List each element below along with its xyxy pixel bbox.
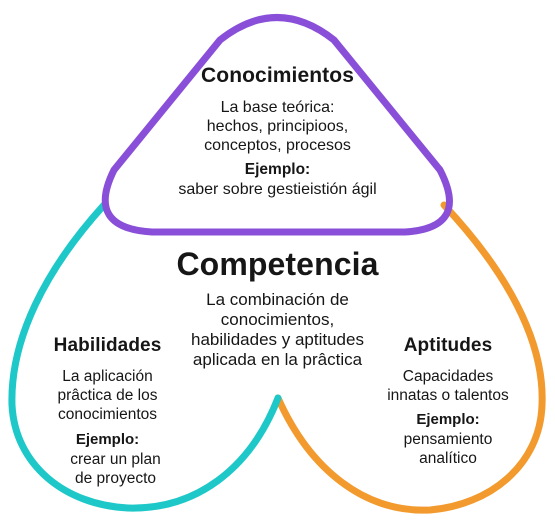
habilidades-section: Habilidades La aplicación prâctica de lo…	[30, 333, 185, 488]
habilidades-description-line: conocimientos	[57, 406, 158, 423]
competencia-description-line: habilidades y aptitudes	[191, 330, 364, 349]
habilidades-example-label: Ejemplo:	[75, 431, 140, 448]
aptitudes-title: Aptitudes	[403, 335, 493, 356]
aptitudes-description-line: Capacidades	[402, 368, 494, 385]
habilidades-outline	[8, 201, 282, 512]
conocimientos-section: Conocimientos La base teórica: hechos, p…	[140, 62, 415, 199]
habilidades-example-text: de proyecto	[75, 470, 156, 487]
aptitudes-description-line: innatas o talentos	[387, 387, 509, 404]
competencia-description-line: La combinación de	[206, 290, 349, 309]
competencia-section: Competencia La combinación de conocimien…	[130, 244, 425, 370]
aptitudes-outline	[274, 201, 546, 514]
competencia-description-line: conocimientos,	[220, 310, 335, 329]
habilidades-description-line: prâctica de los	[57, 387, 158, 404]
aptitudes-example-text: analítico	[419, 450, 477, 467]
conocimientos-example-label: Ejemplo:	[244, 161, 311, 178]
conocimientos-description-line: hechos, principioos,	[206, 118, 349, 135]
habilidades-example: crear un plan de proyecto	[30, 450, 185, 488]
habilidades-title: Habilidades	[53, 335, 162, 356]
competencia-title: Competencia	[176, 246, 379, 282]
aptitudes-section: Aptitudes Capacidades innatas o talentos…	[368, 333, 528, 468]
aptitudes-example-text: pensamiento	[403, 431, 493, 448]
competencia-description-line: aplicada en la prâctica	[192, 350, 363, 369]
habilidades-example-text: crear un plan	[70, 451, 161, 468]
conocimientos-title: Conocimientos	[201, 64, 354, 87]
conocimientos-example-text: saber sobre gestieistión ágil	[178, 181, 377, 198]
conocimientos-outline	[101, 14, 453, 236]
conocimientos-description-line: conceptos, procesos	[204, 137, 351, 154]
conocimientos-description-line: La base teórica:	[220, 99, 335, 116]
habilidades-description-line: La aplicación	[62, 368, 153, 385]
aptitudes-example-label: Ejemplo:	[416, 411, 480, 428]
